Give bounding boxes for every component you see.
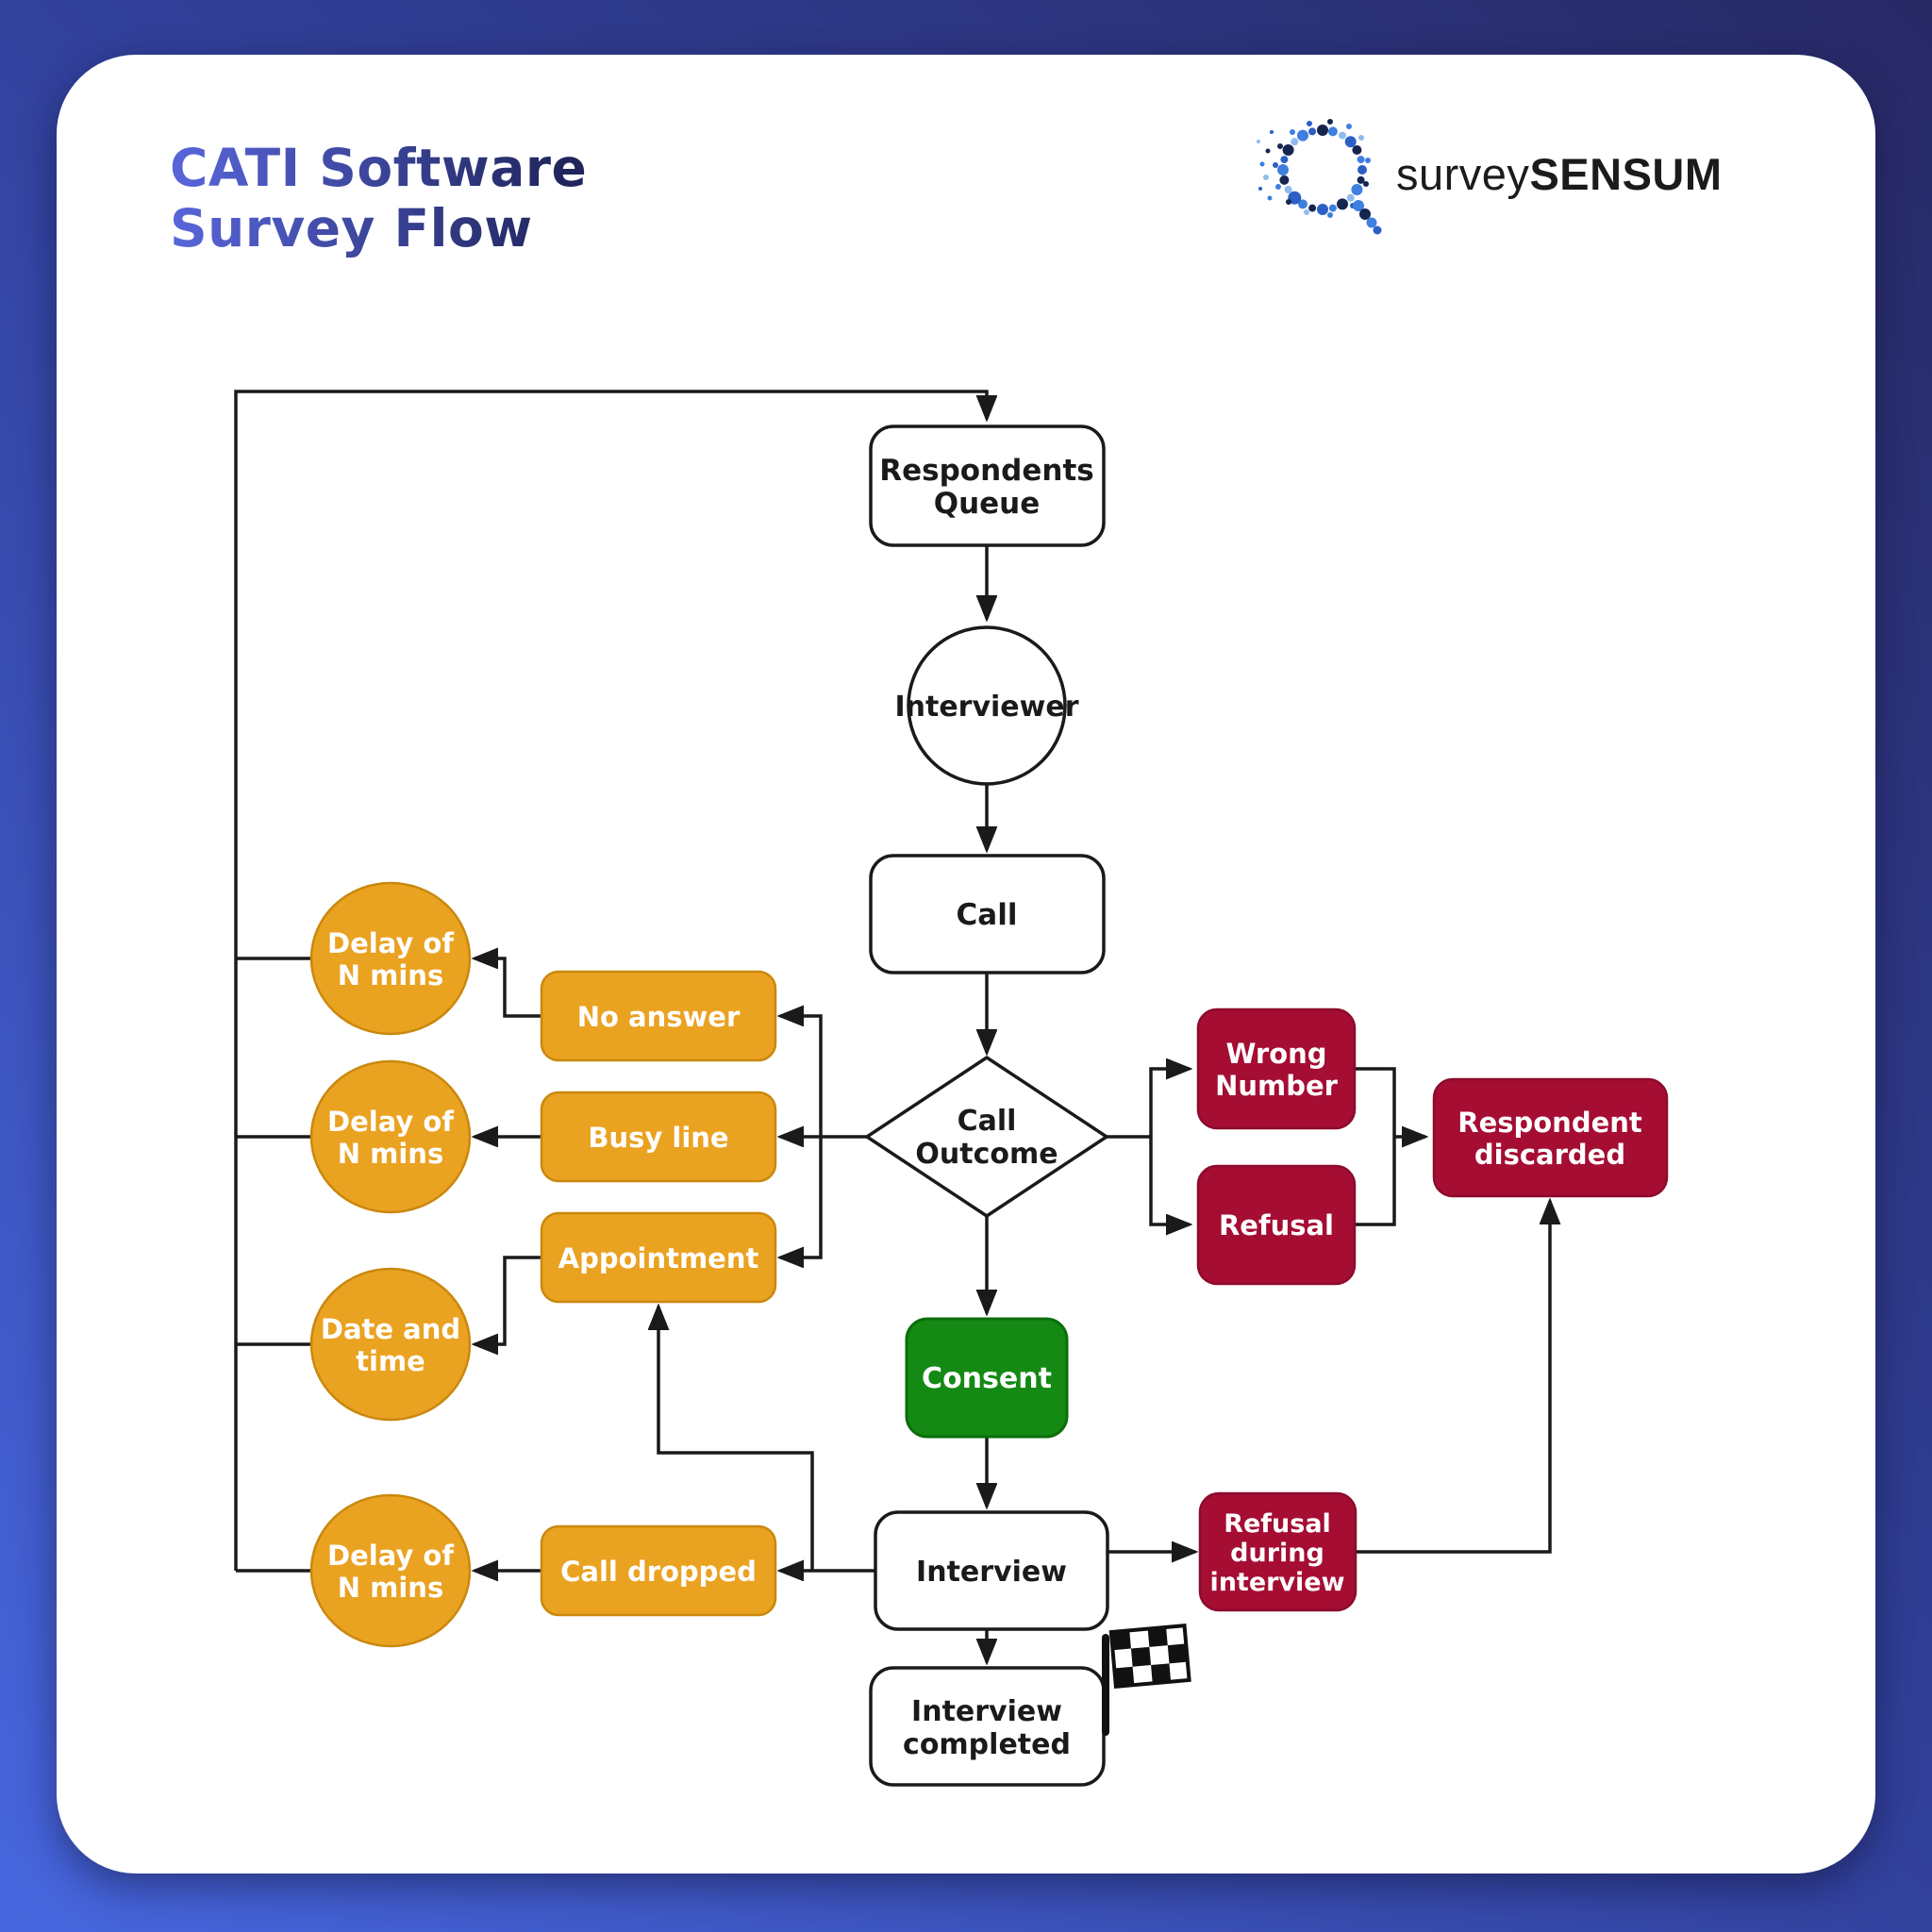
- node-label: Call: [957, 898, 1018, 932]
- svg-text:Delay ofN mins: Delay ofN mins: [327, 1106, 454, 1170]
- svg-text:Delay ofN mins: Delay ofN mins: [327, 1540, 454, 1604]
- node-label: time: [356, 1345, 425, 1377]
- svg-text:Interviewer: Interviewer: [894, 691, 1078, 724]
- node-label: Date and: [321, 1313, 460, 1345]
- node-label: Delay of: [327, 1540, 454, 1572]
- node-label: Refusal: [1224, 1509, 1331, 1539]
- svg-text:Refusal: Refusal: [1219, 1209, 1334, 1241]
- node-label: Busy line: [588, 1122, 728, 1154]
- node-call-dropped: Call dropped: [540, 1524, 777, 1617]
- edge-loop-to-queue: [234, 390, 987, 1571]
- node-label: completed: [903, 1728, 1071, 1761]
- node-label: Delay of: [327, 927, 454, 959]
- edge-outcome-wrongnumber: [1149, 1069, 1190, 1137]
- node-label: No answer: [577, 1001, 741, 1033]
- edge-refusal-merge: [1355, 1137, 1396, 1226]
- checkered-flag-icon: [1102, 1624, 1191, 1736]
- svg-text:Interview: Interview: [916, 1556, 1067, 1589]
- node-busy-line: Busy line: [540, 1091, 777, 1183]
- node-interviewer: Interviewer: [894, 625, 1079, 786]
- node-label: Refusal: [1219, 1209, 1334, 1241]
- node-label: Queue: [934, 487, 1041, 521]
- node-interview: Interview: [874, 1510, 1109, 1631]
- node-label: Call: [958, 1105, 1017, 1138]
- edge-outcome-noanswer: [780, 1016, 823, 1137]
- node-appointment: Appointment: [540, 1211, 777, 1304]
- edge-noanswer-delay1: [475, 958, 541, 1018]
- edge-refusalduring-discarded: [1356, 1201, 1550, 1554]
- magnifier-dots-icon: [1257, 119, 1382, 235]
- svg-text:Call: Call: [957, 898, 1018, 932]
- node-refusal: Refusal: [1196, 1164, 1357, 1286]
- svg-text:Delay ofN mins: Delay ofN mins: [327, 927, 454, 991]
- node-label: Appointment: [558, 1242, 759, 1274]
- edge-outcome-appointment: [780, 1137, 823, 1257]
- node-no-answer: No answer: [540, 970, 777, 1062]
- node-label: Call dropped: [560, 1556, 757, 1588]
- node-label: interview: [1209, 1568, 1344, 1597]
- node-label: Outcome: [915, 1138, 1058, 1171]
- node-label: Delay of: [327, 1106, 454, 1138]
- node-label: Number: [1215, 1070, 1339, 1102]
- node-call: Call: [869, 854, 1106, 974]
- node-label: Interviewer: [894, 691, 1078, 724]
- svg-text:Appointment: Appointment: [558, 1242, 759, 1274]
- brand-logo: surveySENSUM: [1255, 104, 1723, 245]
- svg-text:No answer: No answer: [577, 1001, 741, 1033]
- node-label: Interview: [916, 1556, 1067, 1589]
- edge-appointment-datetime: [475, 1256, 541, 1344]
- edge-wrongnumber-merge: [1355, 1067, 1396, 1137]
- svg-text:Call dropped: Call dropped: [560, 1556, 757, 1588]
- brand-text-survey: survey: [1396, 149, 1530, 199]
- node-label: N mins: [338, 1572, 443, 1604]
- edge-outcome-refusal: [1149, 1137, 1190, 1224]
- edge-interview-appointment: [658, 1307, 814, 1571]
- brand-wordmark: surveySENSUM: [1396, 148, 1723, 201]
- node-label: Respondent: [1457, 1107, 1642, 1139]
- node-label: N mins: [338, 959, 443, 991]
- flow-connectors: [234, 390, 1550, 1662]
- node-label: Consent: [922, 1362, 1052, 1395]
- node-label: Interview: [911, 1695, 1062, 1728]
- node-label: discarded: [1474, 1139, 1625, 1171]
- node-consent: Consent: [905, 1317, 1069, 1439]
- node-label: during: [1230, 1539, 1324, 1568]
- node-label: N mins: [338, 1138, 443, 1170]
- svg-text:Busy line: Busy line: [588, 1122, 728, 1154]
- brand-text-sensum: SENSUM: [1529, 149, 1723, 199]
- svg-text:Consent: Consent: [922, 1362, 1052, 1395]
- node-label: Respondents: [879, 454, 1093, 488]
- node-label: Wrong: [1225, 1038, 1326, 1070]
